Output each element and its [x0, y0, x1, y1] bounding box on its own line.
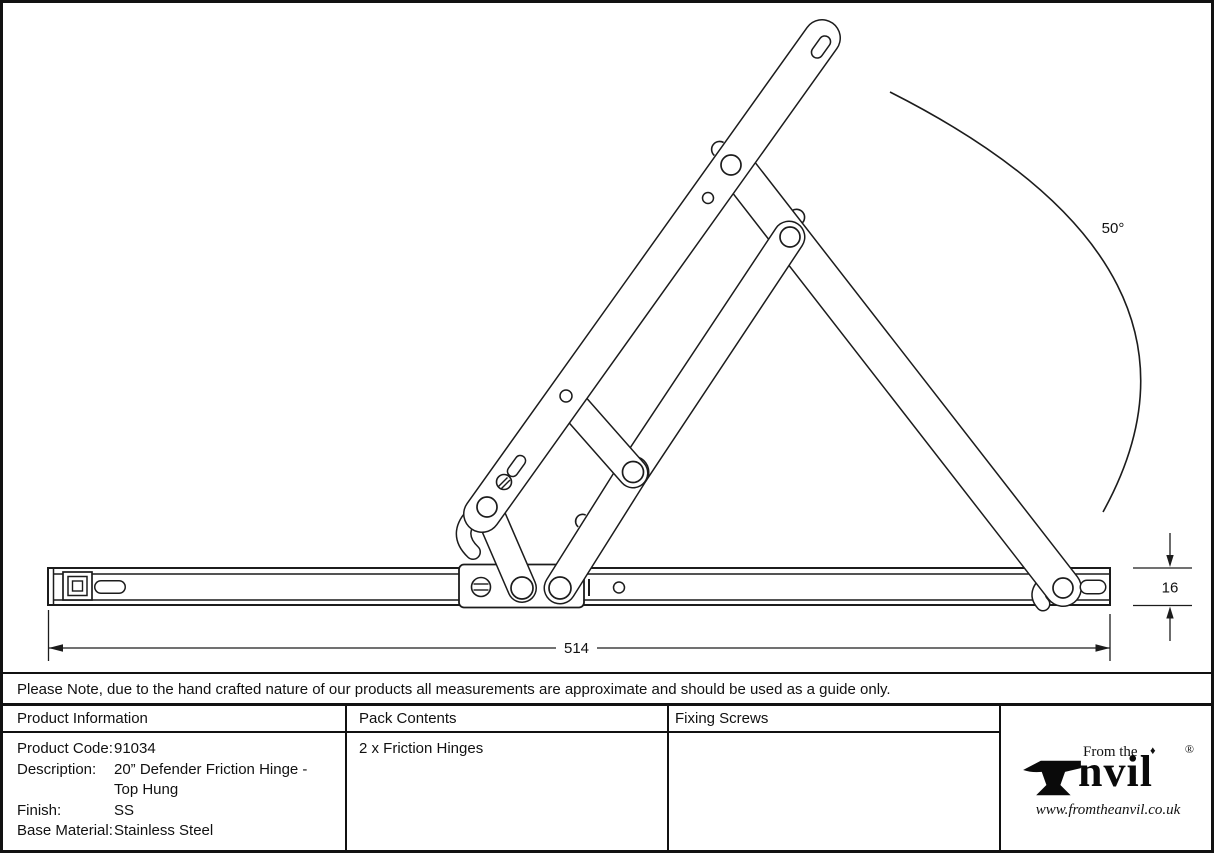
height-label: 16: [1162, 580, 1179, 597]
description-value-line2: Top Hung: [114, 781, 179, 798]
sash-arm-rivet-bump: [710, 140, 724, 157]
logo-brand-name: nvil: [1078, 747, 1153, 796]
angle-dimension: 50°: [889, 91, 1142, 513]
link-lower: [543, 455, 650, 605]
base-material-label: Base Material:: [17, 822, 113, 839]
length-label: 514: [564, 640, 589, 657]
friction-screw: [495, 473, 513, 491]
logo-diamond-icon: ♦: [1150, 745, 1156, 757]
table-top-border: [0, 703, 1214, 706]
pivot-track-end: [1052, 577, 1074, 599]
pack-contents-value: 2 x Friction Hinges: [359, 740, 484, 757]
registered-trademark-icon: ®: [1184, 742, 1194, 756]
base-material-value: Stainless Steel: [114, 822, 214, 839]
header-product-information: Product Information: [17, 710, 148, 727]
anvil-icon: [1023, 760, 1081, 796]
fasteners-and-holes: [62, 35, 1107, 601]
hole-sash-upper: [701, 191, 715, 205]
logo-website: www.fromtheanvil.co.uk: [1035, 802, 1181, 818]
pivot-elbow: [621, 460, 645, 484]
link-lower-rivet-bump: [574, 513, 587, 528]
pivot-top: [720, 154, 742, 176]
product-code-value: 91034: [114, 740, 156, 757]
sash-arm: [463, 19, 841, 533]
hole-track-mid: [612, 581, 626, 594]
hinge-technical-drawing: 50° 514 16: [47, 19, 1192, 661]
pivot-support-upper: [779, 226, 801, 248]
logo-from-the: From the: [1083, 744, 1138, 760]
angle-arc: [889, 91, 1142, 513]
header-fixing-screws: Fixing Screws: [675, 710, 769, 727]
header-pack-contents: Pack Contents: [359, 710, 457, 727]
height-dimension: 16: [1133, 533, 1192, 641]
hole-sash-mid: [559, 389, 573, 403]
slider-screw: [470, 576, 492, 598]
header-bottom-border: [3, 731, 999, 733]
col-divider-3: [999, 703, 1001, 850]
product-code-label: Product Code:: [17, 740, 113, 757]
col-divider-2: [667, 703, 669, 850]
finish-value: SS: [114, 802, 135, 819]
pivot-hook: [476, 496, 498, 518]
pivot-slider-rear: [548, 576, 572, 600]
description-value-line1: 20” Defender Friction Hinge -: [114, 761, 308, 778]
disclaimer-note: Please Note, due to the hand crafted nat…: [17, 681, 891, 698]
length-dimension: 514: [47, 610, 1111, 661]
angle-label: 50°: [1102, 220, 1125, 237]
pivot-slider-front: [510, 576, 534, 600]
finish-label: Finish:: [17, 802, 62, 819]
support-arm-rivet-bump: [791, 208, 806, 224]
col-divider-1: [345, 703, 347, 850]
description-label: Description:: [17, 761, 97, 778]
brand-logo: From the ♦ nvil ® www.fromtheanvil.co.uk: [1022, 742, 1194, 836]
link-upper: [616, 220, 806, 489]
note-row-top-border: [0, 672, 1214, 674]
